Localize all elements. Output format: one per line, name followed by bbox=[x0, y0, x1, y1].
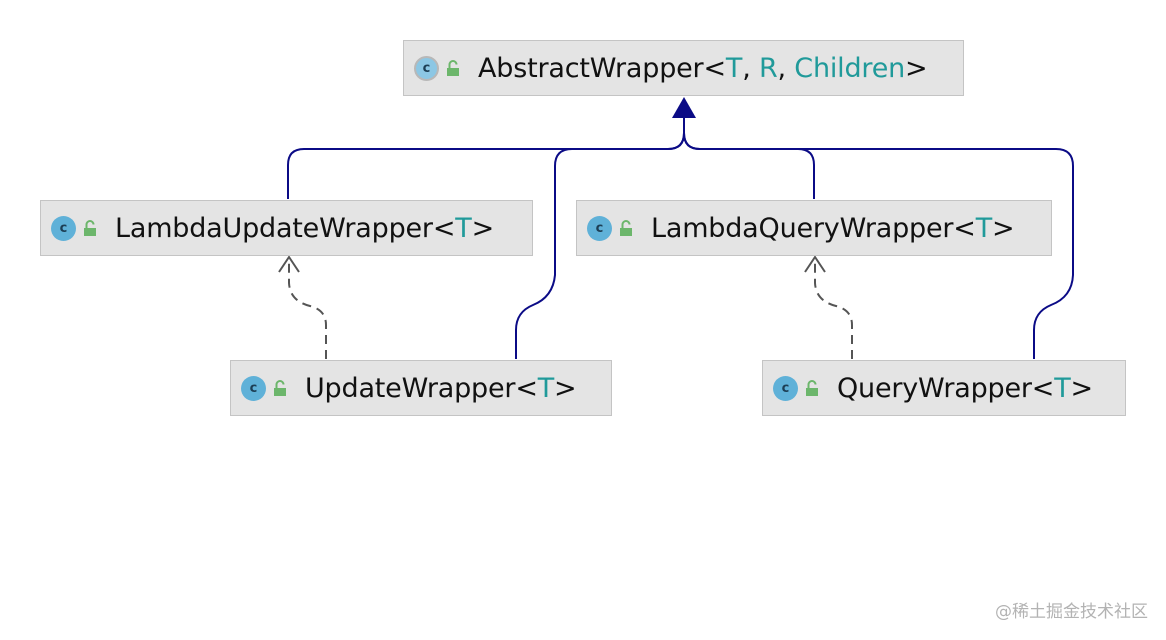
watermark: @稀土掘金技术社区 bbox=[995, 602, 1148, 622]
class-node-abstract-wrapper[interactable]: c AbstractWrapper<T, R, Children> bbox=[403, 40, 964, 96]
class-icon: c bbox=[773, 375, 798, 401]
edge-lambda-update-to-abstract bbox=[287, 118, 685, 199]
unlocked-padlock-icon bbox=[274, 380, 286, 396]
class-icon: c bbox=[51, 215, 76, 241]
type-parameter: Children bbox=[794, 52, 906, 84]
unlocked-padlock-icon bbox=[620, 220, 632, 236]
class-node-query-wrapper[interactable]: c QueryWrapper<T> bbox=[762, 360, 1126, 416]
edge-update-to-lambda-update-dependency bbox=[288, 258, 327, 359]
class-name-label: UpdateWrapper<T> bbox=[305, 372, 577, 404]
class-name-label: QueryWrapper<T> bbox=[837, 372, 1093, 404]
class-node-lambda-query-wrapper[interactable]: c LambdaQueryWrapper<T> bbox=[576, 200, 1052, 256]
type-parameter: T bbox=[975, 212, 993, 244]
type-parameter: T bbox=[455, 212, 472, 244]
dependency-arrowhead-right bbox=[804, 255, 826, 273]
edge-lambda-query-to-abstract bbox=[683, 132, 815, 199]
type-parameter: T bbox=[725, 52, 743, 84]
abstract-class-icon: c bbox=[414, 55, 439, 81]
class-node-update-wrapper[interactable]: c UpdateWrapper<T> bbox=[230, 360, 612, 416]
class-name-label: LambdaQueryWrapper<T> bbox=[651, 212, 1015, 244]
class-icon: c bbox=[241, 375, 266, 401]
type-parameter: T bbox=[1054, 372, 1071, 404]
type-parameter: T bbox=[537, 372, 555, 404]
edge-query-to-lambda-query-dependency bbox=[814, 258, 853, 359]
class-node-lambda-update-wrapper[interactable]: c LambdaUpdateWrapper<T> bbox=[40, 200, 533, 256]
unlocked-padlock-icon bbox=[447, 60, 459, 76]
inheritance-arrowhead bbox=[672, 97, 696, 118]
class-name-label: LambdaUpdateWrapper<T> bbox=[115, 212, 494, 244]
dependency-arrowhead-left bbox=[278, 255, 300, 273]
type-parameter: R bbox=[758, 52, 778, 84]
unlocked-padlock-icon bbox=[806, 380, 818, 396]
class-icon: c bbox=[587, 215, 612, 241]
class-name-label: AbstractWrapper<T, R, Children> bbox=[478, 52, 928, 84]
unlocked-padlock-icon bbox=[84, 220, 96, 236]
